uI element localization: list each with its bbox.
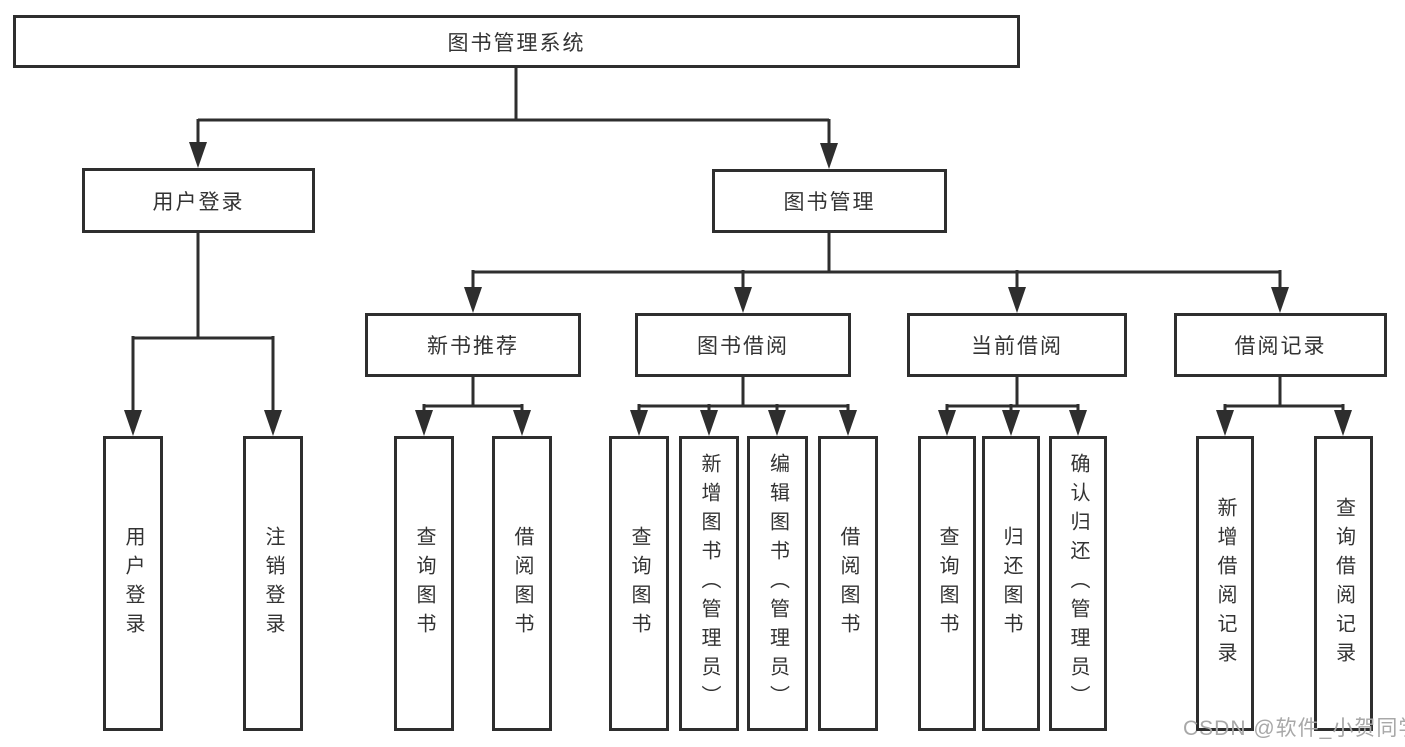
arrow-leaf-logout bbox=[264, 410, 282, 436]
arrow-leaf-add-book bbox=[700, 410, 718, 436]
leaf-logout: 注销登录 bbox=[243, 436, 303, 731]
node-label: 当前借阅 bbox=[971, 335, 1063, 358]
arrow-user-login bbox=[189, 142, 207, 168]
arrow-current-borrow bbox=[1008, 287, 1026, 313]
leaf-add-book-admin: 新增图书（管理员） bbox=[679, 436, 739, 731]
node-label: 新增借阅记录 bbox=[1214, 496, 1236, 671]
node-label: 用户登录 bbox=[152, 190, 245, 214]
connector-root-rail bbox=[196, 68, 831, 143]
node-label: 用户登录 bbox=[122, 525, 144, 642]
node-new-book-recommend: 新书推荐 bbox=[365, 313, 581, 377]
leaf-borrow-books-recommend: 借阅图书 bbox=[492, 436, 552, 731]
node-current-borrow: 当前借阅 bbox=[907, 313, 1127, 377]
arrow-borrow-records bbox=[1271, 287, 1289, 313]
leaf-query-books-recommend: 查询图书 bbox=[394, 436, 454, 731]
arrow-leaf-query-record bbox=[1334, 410, 1352, 436]
node-borrow-records: 借阅记录 bbox=[1174, 313, 1387, 377]
leaf-confirm-return-admin: 确认归还（管理员） bbox=[1049, 436, 1107, 731]
leaf-user-login: 用户登录 bbox=[103, 436, 163, 731]
connector-current-rail bbox=[945, 376, 1080, 412]
arrow-leaf-borrow-books bbox=[839, 410, 857, 436]
arrow-leaf-edit-book bbox=[768, 410, 786, 436]
connector-records-rail bbox=[1223, 376, 1345, 412]
arrow-leaf-query-recommend bbox=[415, 410, 433, 436]
arrow-leaf-add-record bbox=[1216, 410, 1234, 436]
arrow-book-borrow bbox=[734, 287, 752, 313]
connector-login-rail bbox=[131, 232, 275, 411]
arrow-leaf-query-current bbox=[938, 410, 956, 436]
connector-recommend-rail bbox=[422, 376, 524, 412]
node-label: 确认归还（管理员） bbox=[1067, 453, 1089, 714]
node-label: 查询借阅记录 bbox=[1332, 496, 1355, 671]
leaf-return-book: 归还图书 bbox=[982, 436, 1040, 731]
leaf-add-borrow-record: 新增借阅记录 bbox=[1196, 436, 1254, 731]
arrow-leaf-return-book bbox=[1002, 410, 1020, 436]
node-label: 图书管理系统 bbox=[447, 31, 586, 55]
node-book-management: 图书管理 bbox=[712, 169, 947, 233]
node-label: 注销登录 bbox=[262, 525, 284, 642]
arrow-leaf-query-borrow bbox=[630, 410, 648, 436]
node-label: 查询图书 bbox=[413, 525, 435, 642]
arrow-leaf-borrow-recommend bbox=[513, 410, 531, 436]
node-label: 新增图书（管理员） bbox=[698, 453, 720, 714]
arrow-leaf-confirm-return bbox=[1069, 410, 1087, 436]
node-label: 归还图书 bbox=[1000, 525, 1022, 642]
node-label: 编辑图书（管理员） bbox=[766, 453, 789, 714]
node-label: 查询图书 bbox=[936, 525, 958, 642]
node-user-login: 用户登录 bbox=[82, 168, 315, 233]
leaf-borrow-books: 借阅图书 bbox=[818, 436, 878, 731]
arrow-leaf-user-login bbox=[124, 410, 142, 436]
node-label: 图书管理 bbox=[783, 191, 876, 214]
connector-management-rail bbox=[471, 232, 1282, 288]
node-label: 借阅图书 bbox=[837, 525, 859, 642]
arrow-book-management bbox=[820, 143, 838, 169]
node-label: 借阅图书 bbox=[511, 525, 533, 642]
leaf-edit-book-admin: 编辑图书（管理员） bbox=[747, 436, 808, 731]
node-label: 借阅记录 bbox=[1234, 335, 1327, 358]
node-root: 图书管理系统 bbox=[13, 15, 1020, 68]
watermark: CSDN @软件_小贺同学 bbox=[1183, 717, 1405, 740]
node-label: 新书推荐 bbox=[427, 335, 519, 358]
leaf-query-borrow-record: 查询借阅记录 bbox=[1314, 436, 1373, 731]
node-label: 图书借阅 bbox=[697, 335, 789, 358]
arrow-new-book-recommend bbox=[464, 287, 482, 313]
node-label: 查询图书 bbox=[628, 525, 650, 642]
leaf-query-books-borrow: 查询图书 bbox=[609, 436, 669, 731]
connector-borrow-rail bbox=[637, 376, 850, 412]
node-book-borrow: 图书借阅 bbox=[635, 313, 851, 377]
leaf-query-books-current: 查询图书 bbox=[918, 436, 976, 731]
